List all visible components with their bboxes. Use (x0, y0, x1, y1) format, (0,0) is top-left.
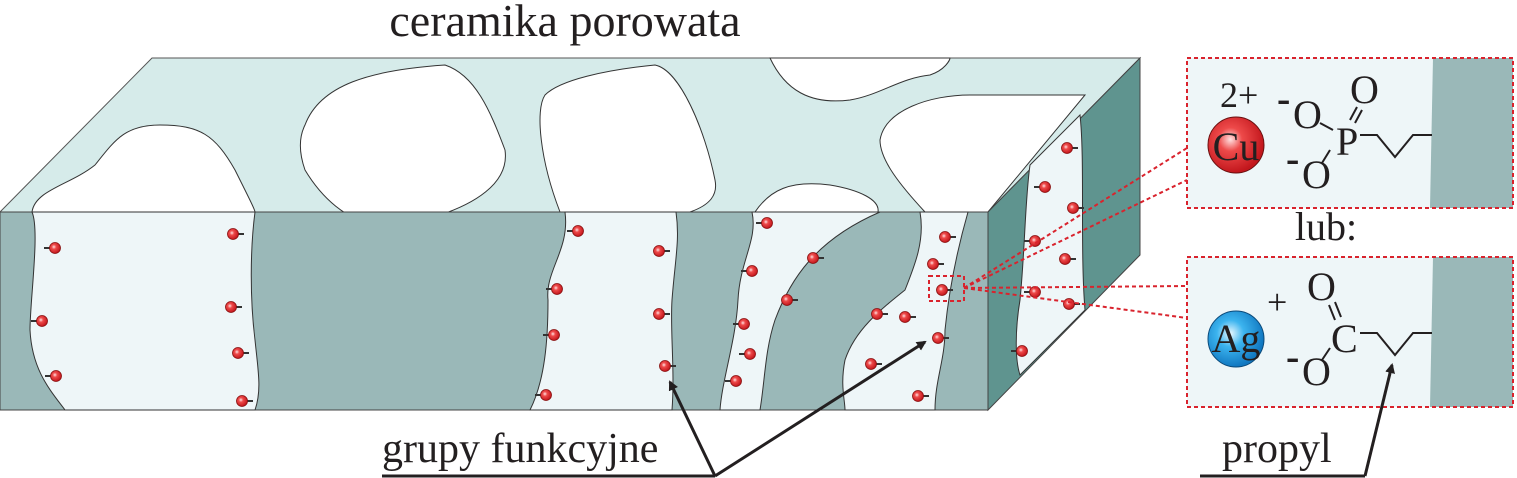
functional-group-dot (932, 332, 944, 344)
functional-group-dot (225, 301, 237, 313)
cu-label: Cu (1213, 124, 1260, 169)
functional-group-dot (548, 329, 560, 341)
functional-group-dot (1059, 253, 1071, 265)
front-face (0, 211, 989, 411)
functional-group-dot (551, 283, 563, 295)
propyl-label: propyl (1222, 426, 1332, 472)
minus-sign: - (1286, 334, 1299, 379)
functional-groups (31, 142, 1084, 407)
functional-group-dot (781, 294, 793, 306)
functional-group-dot (1061, 142, 1073, 154)
side-face (987, 56, 1141, 412)
carbon: C (1331, 316, 1358, 361)
functional-group-dot (1067, 202, 1079, 214)
functional-group-dot (899, 311, 911, 323)
oxygen-bottom: O (1302, 349, 1331, 394)
functional-group-dot (746, 265, 758, 277)
pore-3 (539, 64, 717, 213)
pointer-arrows (382, 340, 1395, 478)
ag-label: Ag (1212, 316, 1261, 361)
oxygen-top: O (1307, 264, 1336, 309)
functional-group-dot (871, 308, 883, 320)
panel-cu-phosphonate: Cu 2+ - O O P - O (1186, 57, 1514, 209)
functional-group-dot (744, 348, 756, 360)
oxygen-top: O (1350, 67, 1379, 112)
functional-group-dot (927, 258, 939, 270)
functional-group-dot (1016, 345, 1028, 357)
functional-groups-label: grupy funkcyjne (382, 426, 658, 472)
pore-2 (300, 64, 506, 229)
zoom-connectors (928, 147, 1188, 319)
functional-group-dot (540, 389, 552, 401)
minus-sign: - (1286, 136, 1299, 181)
functional-group-dot (653, 245, 665, 257)
functional-group-dot (36, 315, 48, 327)
front-pore-3 (719, 211, 881, 411)
functional-group-dot (659, 360, 671, 372)
pore-5 (754, 183, 879, 213)
ag-ion-icon (1207, 310, 1265, 368)
cu-charge: 2+ (1220, 75, 1258, 115)
functional-group-dot (236, 395, 248, 407)
functional-group-dot (232, 347, 244, 359)
functional-group-dot (730, 375, 742, 387)
functional-group-dot (49, 242, 61, 254)
pore-6 (879, 94, 1087, 213)
front-pore-1 (29, 211, 260, 411)
pore-4 (769, 57, 951, 102)
pore-1 (31, 124, 256, 213)
functional-group-dot (50, 370, 62, 382)
functional-group-dot (1063, 298, 1075, 310)
functional-group-dot (939, 231, 951, 243)
or-label: lub: (1295, 204, 1357, 249)
oxygen-bottom: O (1302, 152, 1331, 197)
title: ceramika porowata (389, 0, 740, 46)
cu-ion-icon (1207, 116, 1265, 174)
functional-group-dot (936, 284, 948, 296)
phosphorus: P (1336, 119, 1358, 164)
functional-group-dot (761, 217, 773, 229)
functional-group-dot (807, 252, 819, 264)
functional-group-dot (227, 228, 239, 240)
functional-group-dot (1029, 235, 1041, 247)
functional-group-dot (572, 225, 584, 237)
functional-group-dot (653, 308, 665, 320)
functional-group-dot (1039, 181, 1051, 193)
functional-group-dot (865, 358, 877, 370)
top-face (0, 57, 1142, 229)
oxygen-left: O (1293, 92, 1322, 137)
minus-sign: - (1277, 76, 1290, 121)
panel-ag-carboxylate: Ag + O C - O (1186, 256, 1514, 408)
ag-charge: + (1267, 282, 1287, 322)
functional-group-dot (912, 390, 924, 402)
functional-group-dot (738, 318, 750, 330)
front-pore-2 (529, 211, 678, 411)
